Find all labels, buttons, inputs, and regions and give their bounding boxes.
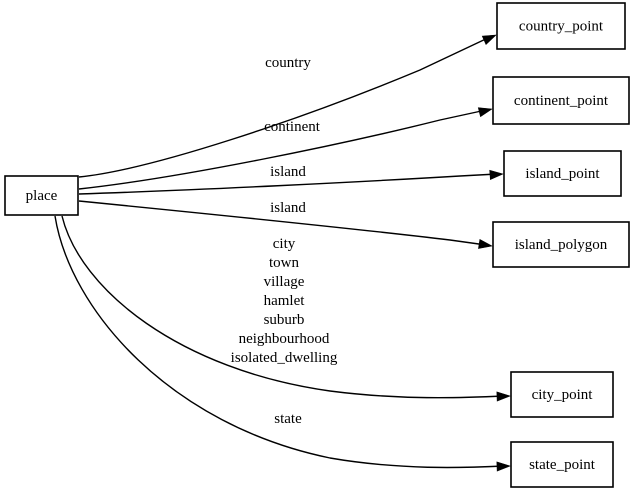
node-box-place[interactable]	[4, 175, 79, 216]
edge-place-island_point-line[interactable]	[78, 173, 498, 195]
edge-place-city_point-label-line: suburb	[264, 312, 305, 328]
node-label-state_point: state_point	[529, 457, 596, 473]
edge-place-island_point-label: island	[270, 164, 306, 180]
edge-place-city_point-label-line: city	[273, 236, 296, 252]
node-label-continent_point: continent_point	[514, 93, 609, 109]
edge-place-city_point-label-line: neighbourhood	[239, 331, 330, 347]
edge-place-island_point-label-line: island	[270, 164, 306, 180]
edge-place-city_point-label-line: village	[264, 274, 305, 290]
edge-place-city_point-label-line: hamlet	[264, 293, 306, 309]
edge-place-island_point[interactable]	[78, 169, 504, 195]
edge-place-city_point-line[interactable]	[61, 215, 505, 399]
node-state_point[interactable]: state_point	[510, 441, 614, 488]
node-box-continent_point[interactable]	[492, 76, 630, 125]
edge-place-city_point-label: city town village hamlet suburb neighbourhood…	[231, 236, 338, 366]
edge-place-island_polygon-label-line: island	[270, 200, 306, 216]
edge-place-city_point-label-line: town	[269, 255, 300, 271]
node-label-country_point: country_point	[519, 18, 604, 34]
node-box-city_point[interactable]	[510, 371, 614, 418]
edge-place-state_point[interactable]	[54, 215, 511, 472]
node-country_point[interactable]: country_point	[496, 2, 626, 50]
edges-layer	[54, 31, 511, 472]
edge-place-country_point-line[interactable]	[78, 36, 491, 178]
edge-place-island_polygon-label: island	[270, 200, 306, 216]
edge-place-state_point-label-line: state	[274, 411, 302, 427]
edge-place-country_point-arrowhead-icon	[481, 34, 497, 45]
node-label-island_polygon: island_polygon	[515, 237, 608, 253]
edge-place-city_point-arrowhead-icon	[496, 391, 511, 402]
node-island_polygon[interactable]: island_polygon	[492, 221, 630, 268]
node-label-island_point: island_point	[525, 166, 600, 182]
edge-place-country_point-label: country	[265, 55, 311, 71]
edge-place-state_point-label: state	[274, 411, 302, 427]
edge-place-country_point-label-line: country	[265, 55, 311, 71]
edge-place-island_point-arrowhead-icon	[489, 169, 504, 180]
node-city_point[interactable]: city_point	[510, 371, 614, 418]
node-box-country_point[interactable]	[496, 2, 626, 50]
edge-place-continent_point-label-line: continent	[264, 119, 321, 135]
edge-labels-layer: country continent island island city town vill…	[231, 55, 338, 427]
edge-place-state_point-line[interactable]	[54, 215, 505, 469]
node-box-island_point[interactable]	[503, 150, 622, 197]
edge-place-continent_point-line[interactable]	[78, 109, 487, 190]
edge-place-island_polygon-line[interactable]	[78, 200, 487, 246]
node-continent_point[interactable]: continent_point	[492, 76, 630, 125]
edge-place-island_polygon-arrowhead-icon	[478, 238, 493, 249]
node-label-city_point: city_point	[532, 387, 594, 403]
edge-place-island_polygon[interactable]	[78, 200, 493, 251]
edge-place-city_point-label-line: isolated_dwelling	[231, 350, 338, 366]
edge-place-continent_point-label: continent	[264, 119, 321, 135]
node-box-island_polygon[interactable]	[492, 221, 630, 268]
nodes-layer: place country_point continent_point island_…	[4, 2, 630, 488]
edge-place-state_point-arrowhead-icon	[496, 461, 511, 472]
edge-place-country_point[interactable]	[78, 31, 498, 178]
edge-place-continent_point-arrowhead-icon	[477, 107, 493, 118]
node-island_point[interactable]: island_point	[503, 150, 622, 197]
node-place[interactable]: place	[4, 175, 79, 216]
node-box-state_point[interactable]	[510, 441, 614, 488]
edge-place-city_point[interactable]	[61, 215, 511, 402]
node-label-place: place	[26, 188, 58, 204]
edge-place-continent_point[interactable]	[78, 105, 493, 190]
